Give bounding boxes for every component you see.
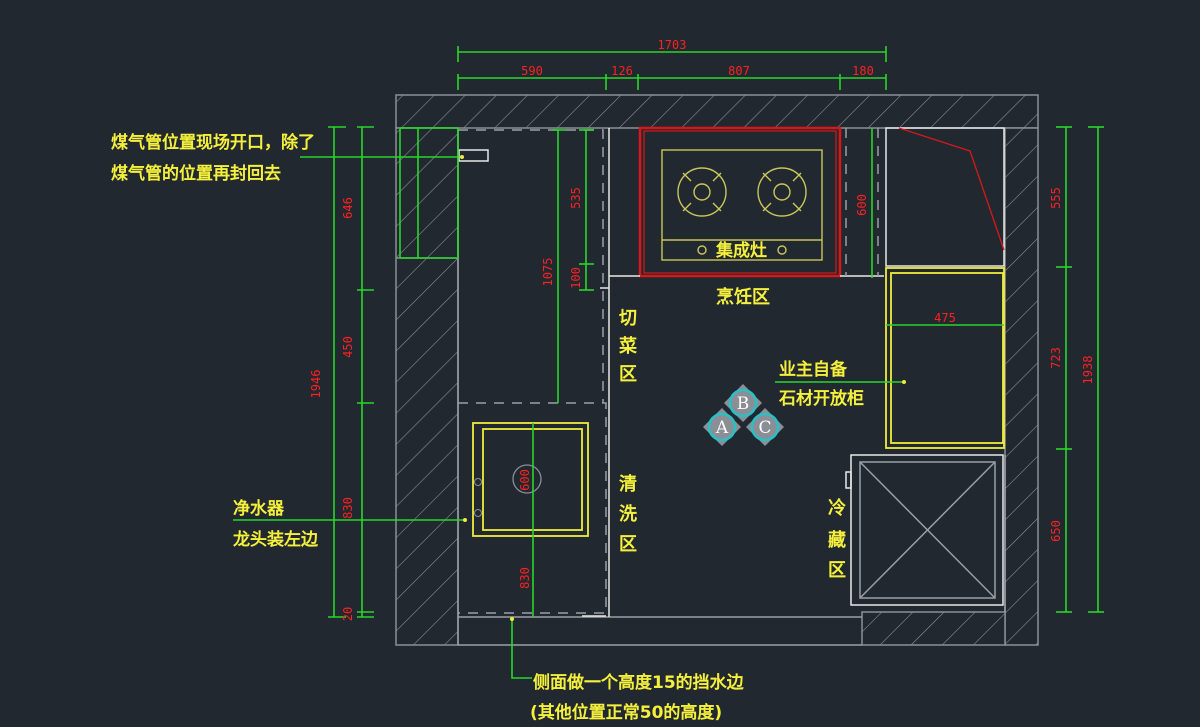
zone-washing-1: 清 bbox=[619, 474, 637, 495]
dim-right-555: 555 bbox=[1049, 187, 1063, 209]
dim-inner-535: 535 bbox=[569, 187, 583, 209]
dim-top-126: 126 bbox=[611, 64, 633, 78]
dim-sink-lower: 830 bbox=[518, 567, 532, 589]
dimensions-left: 1946 646 450 830 20 bbox=[233, 126, 465, 621]
burner-left-icon bbox=[677, 167, 727, 217]
note-splash-guard-line-1: 侧面做一个高度15的挡水边 bbox=[533, 672, 745, 693]
dim-top-807: 807 bbox=[728, 64, 750, 78]
marker-c-icon bbox=[750, 412, 780, 442]
zone-fridge-2: 藏 bbox=[828, 530, 846, 551]
zone-cooking: 烹饪区 bbox=[716, 286, 770, 308]
dim-top-180: 180 bbox=[852, 64, 874, 78]
door-swing bbox=[898, 127, 1005, 251]
dim-inner-1075: 1075 bbox=[541, 258, 555, 287]
marker-b-icon bbox=[728, 388, 758, 418]
dim-sink-inner: 600 bbox=[518, 469, 532, 491]
dim-cabinet-width: 475 bbox=[934, 311, 956, 325]
dim-right-total: 1938 bbox=[1081, 356, 1095, 385]
dim-right-723: 723 bbox=[1049, 347, 1063, 369]
dim-top-590: 590 bbox=[521, 64, 543, 78]
dim-left-830: 830 bbox=[341, 497, 355, 519]
note-cabinet-line-2: 石材开放柜 bbox=[778, 388, 864, 409]
leaders bbox=[460, 155, 906, 679]
marker-b-label: B bbox=[737, 394, 750, 414]
annotations: 煤气管位置现场开口，除了 煤气管的位置再封回去 净水器 龙头装左边 业主自备 石… bbox=[111, 132, 864, 723]
right-cabinets bbox=[885, 127, 1005, 449]
dimensions-inner: 1075 535 100 600 475 600 830 bbox=[518, 128, 1004, 617]
stove-label: 集成灶 bbox=[715, 240, 767, 261]
zone-fridge-1: 冷 bbox=[828, 497, 846, 519]
note-cabinet-line-1: 业主自备 bbox=[779, 359, 848, 380]
zone-washing-3: 区 bbox=[619, 534, 637, 555]
marker-a-icon bbox=[707, 412, 737, 442]
note-gas-pipe-line-1: 煤气管位置现场开口，除了 bbox=[111, 132, 315, 153]
integrated-stove: 集成灶 bbox=[609, 126, 884, 278]
marker-a-label: A bbox=[715, 418, 729, 438]
wall-left bbox=[395, 127, 459, 646]
marker-c-label: C bbox=[758, 418, 771, 438]
dim-left-20: 20 bbox=[341, 607, 355, 621]
refrigerator bbox=[845, 454, 1006, 612]
note-gas-pipe-line-2: 煤气管的位置再封回去 bbox=[111, 163, 281, 184]
view-marker: B A C bbox=[703, 384, 784, 446]
note-water-purifier-line-2: 龙头装左边 bbox=[232, 529, 319, 550]
wall-bottom-right bbox=[861, 611, 1006, 646]
dim-right-650: 650 bbox=[1049, 520, 1063, 542]
dim-stove-depth: 600 bbox=[855, 194, 869, 216]
gas-pipe-opening bbox=[458, 149, 489, 162]
zone-cutting-3: 区 bbox=[619, 364, 637, 385]
dim-top-total: 1703 bbox=[658, 38, 687, 52]
dimensions-top: 1703 590 126 807 180 bbox=[457, 38, 887, 90]
zone-labels: 烹饪区 切 菜 区 清 洗 区 冷 藏 区 bbox=[618, 286, 846, 581]
dim-inner-100: 100 bbox=[569, 267, 583, 289]
wall-right bbox=[1004, 127, 1039, 646]
dimensions-right: 555 723 650 1938 bbox=[1049, 126, 1104, 613]
wall-top bbox=[395, 94, 1039, 129]
dim-left-total: 1946 bbox=[309, 370, 323, 399]
drain-icon bbox=[512, 464, 542, 494]
stone-open-cabinet bbox=[885, 267, 1005, 449]
zone-cutting-1: 切 bbox=[619, 308, 637, 329]
left-counter bbox=[458, 128, 610, 617]
dim-left-450: 450 bbox=[341, 336, 355, 358]
zone-washing-2: 洗 bbox=[619, 503, 637, 525]
note-water-purifier-line-1: 净水器 bbox=[233, 498, 285, 519]
note-splash-guard-line-2: (其他位置正常50的高度) bbox=[530, 702, 722, 723]
burner-right-icon bbox=[757, 167, 807, 217]
zone-cutting-2: 菜 bbox=[618, 336, 637, 357]
dim-left-646: 646 bbox=[341, 197, 355, 219]
zone-fridge-3: 区 bbox=[828, 560, 846, 581]
